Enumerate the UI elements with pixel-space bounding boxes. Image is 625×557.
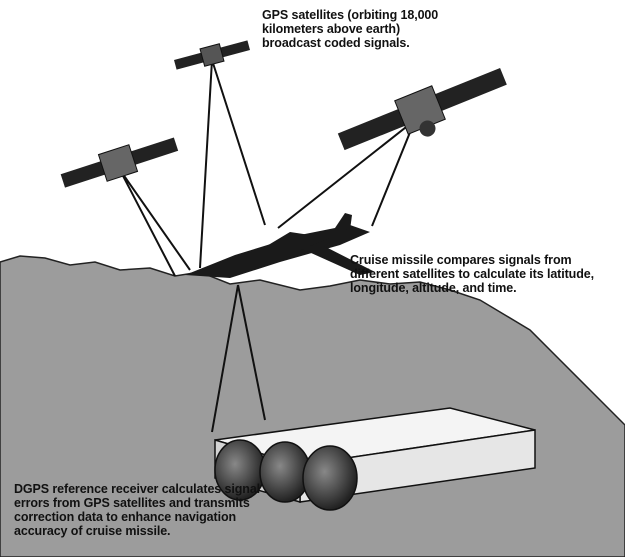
caption-line: different satellites to calculate its la… <box>350 267 594 281</box>
cruise-missile <box>185 213 375 278</box>
signal-lines <box>119 59 416 433</box>
dgps-receiver <box>214 407 536 511</box>
satellite-left <box>60 137 179 188</box>
dgps-receiver-caption: DGPS reference receiver calculates signa… <box>14 482 260 538</box>
caption-line: errors from GPS satellites and transmits <box>14 496 250 510</box>
caption-line: correction data to enhance navigation <box>14 510 237 524</box>
caption-line: accuracy of cruise missile. <box>14 524 171 538</box>
satellite-right <box>337 67 507 151</box>
caption-line: GPS satellites (orbiting 18,000 <box>262 8 439 22</box>
caption-line: Cruise missile compares signals from <box>350 253 572 267</box>
caption-line: kilometers above earth) <box>262 22 401 36</box>
caption-line: broadcast coded signals. <box>262 36 410 50</box>
satellite-top <box>174 40 250 70</box>
caption-line: DGPS reference receiver calculates signa… <box>14 482 261 496</box>
terrain <box>0 255 625 557</box>
caption-line: longitude, altitude, and time. <box>350 281 517 295</box>
